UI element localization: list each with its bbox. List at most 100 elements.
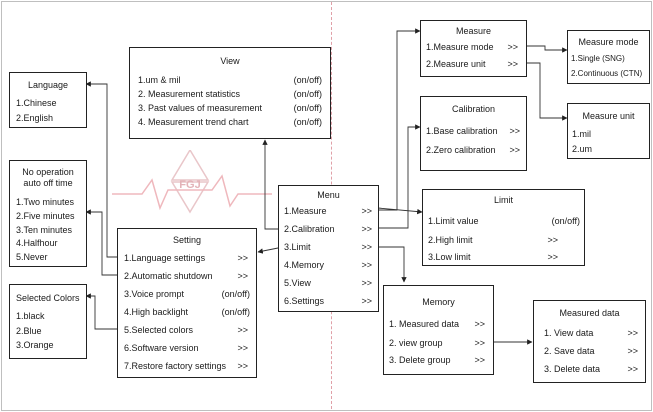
view-row-1-value: (on/off) <box>293 75 322 85</box>
view-box: View 1.um & mil (on/off) 2. Measurement s… <box>129 47 331 139</box>
view-title: View <box>220 56 240 66</box>
menu-row-1-value: >> <box>361 206 372 216</box>
limit-row-2-label: 2.High limit <box>428 235 473 245</box>
menu-row-4-label: 4.Memory <box>284 260 325 270</box>
measure-mode-box: Measure mode 1.Single (SNG) 2.Continuous… <box>567 30 650 84</box>
limit-row-3-label: 3.Low limit <box>428 252 471 262</box>
auto-off-option-3: 3.Ten minutes <box>16 225 73 235</box>
view-row-2-label: 2. Measurement statistics <box>138 89 241 99</box>
selected-colors-title: Selected Colors <box>16 293 80 303</box>
setting-row-1-value: >> <box>237 253 248 263</box>
limit-row-1-label: 1.Limit value <box>428 216 479 226</box>
view-row-1-label: 1.um & mil <box>138 75 181 85</box>
view-row-3-value: (on/off) <box>293 103 322 113</box>
setting-row-7-value: >> <box>237 361 248 371</box>
selected-colors-box: Selected Colors 1.black 2.Blue 3.Orange <box>9 284 87 359</box>
measure-unit-option-2: 2.um <box>572 144 593 154</box>
setting-row-1-label: 1.Language settings <box>124 253 206 263</box>
measure-unit-box: Measure unit 1.mil 2.um <box>567 103 650 159</box>
menu-row-6-label: 6.Settings <box>284 296 325 306</box>
measured-data-row-2-label: 2. Save data <box>544 346 595 356</box>
measured-data-row-2-value: >> <box>627 346 638 356</box>
limit-box: Limit 1.Limit value (on/off) 2.High limit… <box>422 189 585 266</box>
auto-off-title-line1: No operation <box>22 167 74 177</box>
measure-title: Measure <box>455 26 491 36</box>
auto-off-option-1: 1.Two minutes <box>16 197 75 207</box>
memory-row-1-label: 1. Measured data <box>389 319 460 329</box>
measure-mode-option-1: 1.Single (SNG) <box>571 54 625 63</box>
measure-row-2-value: >> <box>507 59 518 69</box>
auto-off-option-5: 5.Never <box>16 252 48 262</box>
limit-row-3-value: >> <box>547 252 558 262</box>
calibration-row-1-value: >> <box>509 126 520 136</box>
memory-row-3-value: >> <box>474 355 485 365</box>
measure-mode-title: Measure mode <box>578 37 639 47</box>
memory-row-2-label: 2. view group <box>389 338 443 348</box>
setting-row-5-value: >> <box>237 325 248 335</box>
menu-row-5-label: 5.View <box>284 278 311 288</box>
limit-title: Limit <box>493 195 513 205</box>
measure-row-2-label: 2.Measure unit <box>426 59 486 69</box>
auto-off-option-2: 2.Five minutes <box>16 211 75 221</box>
setting-row-6-value: >> <box>237 343 248 353</box>
language-option-1: 1.Chinese <box>16 98 57 108</box>
calibration-row-1-label: 1.Base calibration <box>426 126 498 136</box>
selected-colors-option-1: 1.black <box>16 311 45 321</box>
view-row-2-value: (on/off) <box>293 89 322 99</box>
measure-unit-title: Measure unit <box>582 111 635 121</box>
language-option-2: 2.English <box>16 113 54 123</box>
menu-row-3-value: >> <box>361 242 372 252</box>
setting-box: Setting 1.Language settings >> 2.Automati… <box>117 228 257 378</box>
memory-row-2-value: >> <box>474 338 485 348</box>
menu-row-2-label: 2.Calibration <box>284 224 335 234</box>
measured-data-box: Measured data 1. View data>> 2. Save dat… <box>533 300 646 383</box>
menu-row-6-value: >> <box>361 296 372 306</box>
measure-mode-option-2: 2.Continuous (CTN) <box>571 69 643 78</box>
measured-data-row-3-value: >> <box>627 364 638 374</box>
limit-row-2-value: >> <box>547 235 558 245</box>
setting-row-5-label: 5.Selected colors <box>124 325 194 335</box>
measure-box: Measure 1.Measure mode >> 2.Measure unit >… <box>420 20 527 77</box>
measure-unit-option-1: 1.mil <box>572 129 592 139</box>
measured-data-row-3-label: 3. Delete data <box>544 364 601 374</box>
selected-colors-option-3: 3.Orange <box>16 340 54 350</box>
setting-row-6-label: 6.Software version <box>124 343 199 353</box>
menu-row-1-label: 1.Measure <box>284 206 327 216</box>
menu-row-4-value: >> <box>361 260 372 270</box>
measured-data-row-1-value: >> <box>627 328 638 338</box>
setting-row-2-value: >> <box>237 271 248 281</box>
view-row-4-label: 4. Measurement trend chart <box>138 117 249 127</box>
svg-text:FGJ: FGJ <box>179 179 200 191</box>
auto-off-box: No operation auto off time 1.Two minutes… <box>9 160 87 267</box>
auto-off-option-4: 4.Halfhour <box>16 238 58 248</box>
menu-box: Menu 1.Measure >> 2.Calibration >> 3.Limit… <box>278 185 379 312</box>
menu-row-5-value: >> <box>361 278 372 288</box>
limit-row-1-value: (on/off) <box>551 216 580 226</box>
measured-data-row-1-label: 1. View data <box>544 328 594 338</box>
setting-row-2-label: 2.Automatic shutdown <box>124 271 213 281</box>
setting-title: Setting <box>172 235 202 245</box>
setting-row-3-label: 3.Voice prompt <box>124 289 185 299</box>
menu-title: Menu <box>317 190 340 200</box>
setting-row-4-value: (on/off) <box>221 307 250 317</box>
memory-box: Memory 1. Measured data >> 2. view group >… <box>383 285 494 375</box>
selected-colors-option-2: 2.Blue <box>16 326 42 336</box>
measure-row-1-value: >> <box>507 42 518 52</box>
measure-row-1-label: 1.Measure mode <box>426 42 494 52</box>
memory-title: Memory <box>422 297 455 307</box>
view-row-4-value: (on/off) <box>293 117 322 127</box>
memory-row-1-value: >> <box>474 319 485 329</box>
menu-row-2-value: >> <box>361 224 372 234</box>
calibration-row-2-value: >> <box>509 145 520 155</box>
calibration-title: Calibration <box>451 104 496 114</box>
calibration-row-2-label: 2.Zero calibration <box>426 145 496 155</box>
auto-off-title-line2: auto off time <box>23 178 73 188</box>
language-box: Language 1.Chinese 2.English <box>9 72 87 128</box>
language-title: Language <box>27 80 69 90</box>
calibration-box: Calibration 1.Base calibration >> 2.Zero … <box>420 96 527 171</box>
setting-row-4-label: 4.High backlight <box>124 307 189 317</box>
menu-row-3-label: 3.Limit <box>284 242 311 252</box>
